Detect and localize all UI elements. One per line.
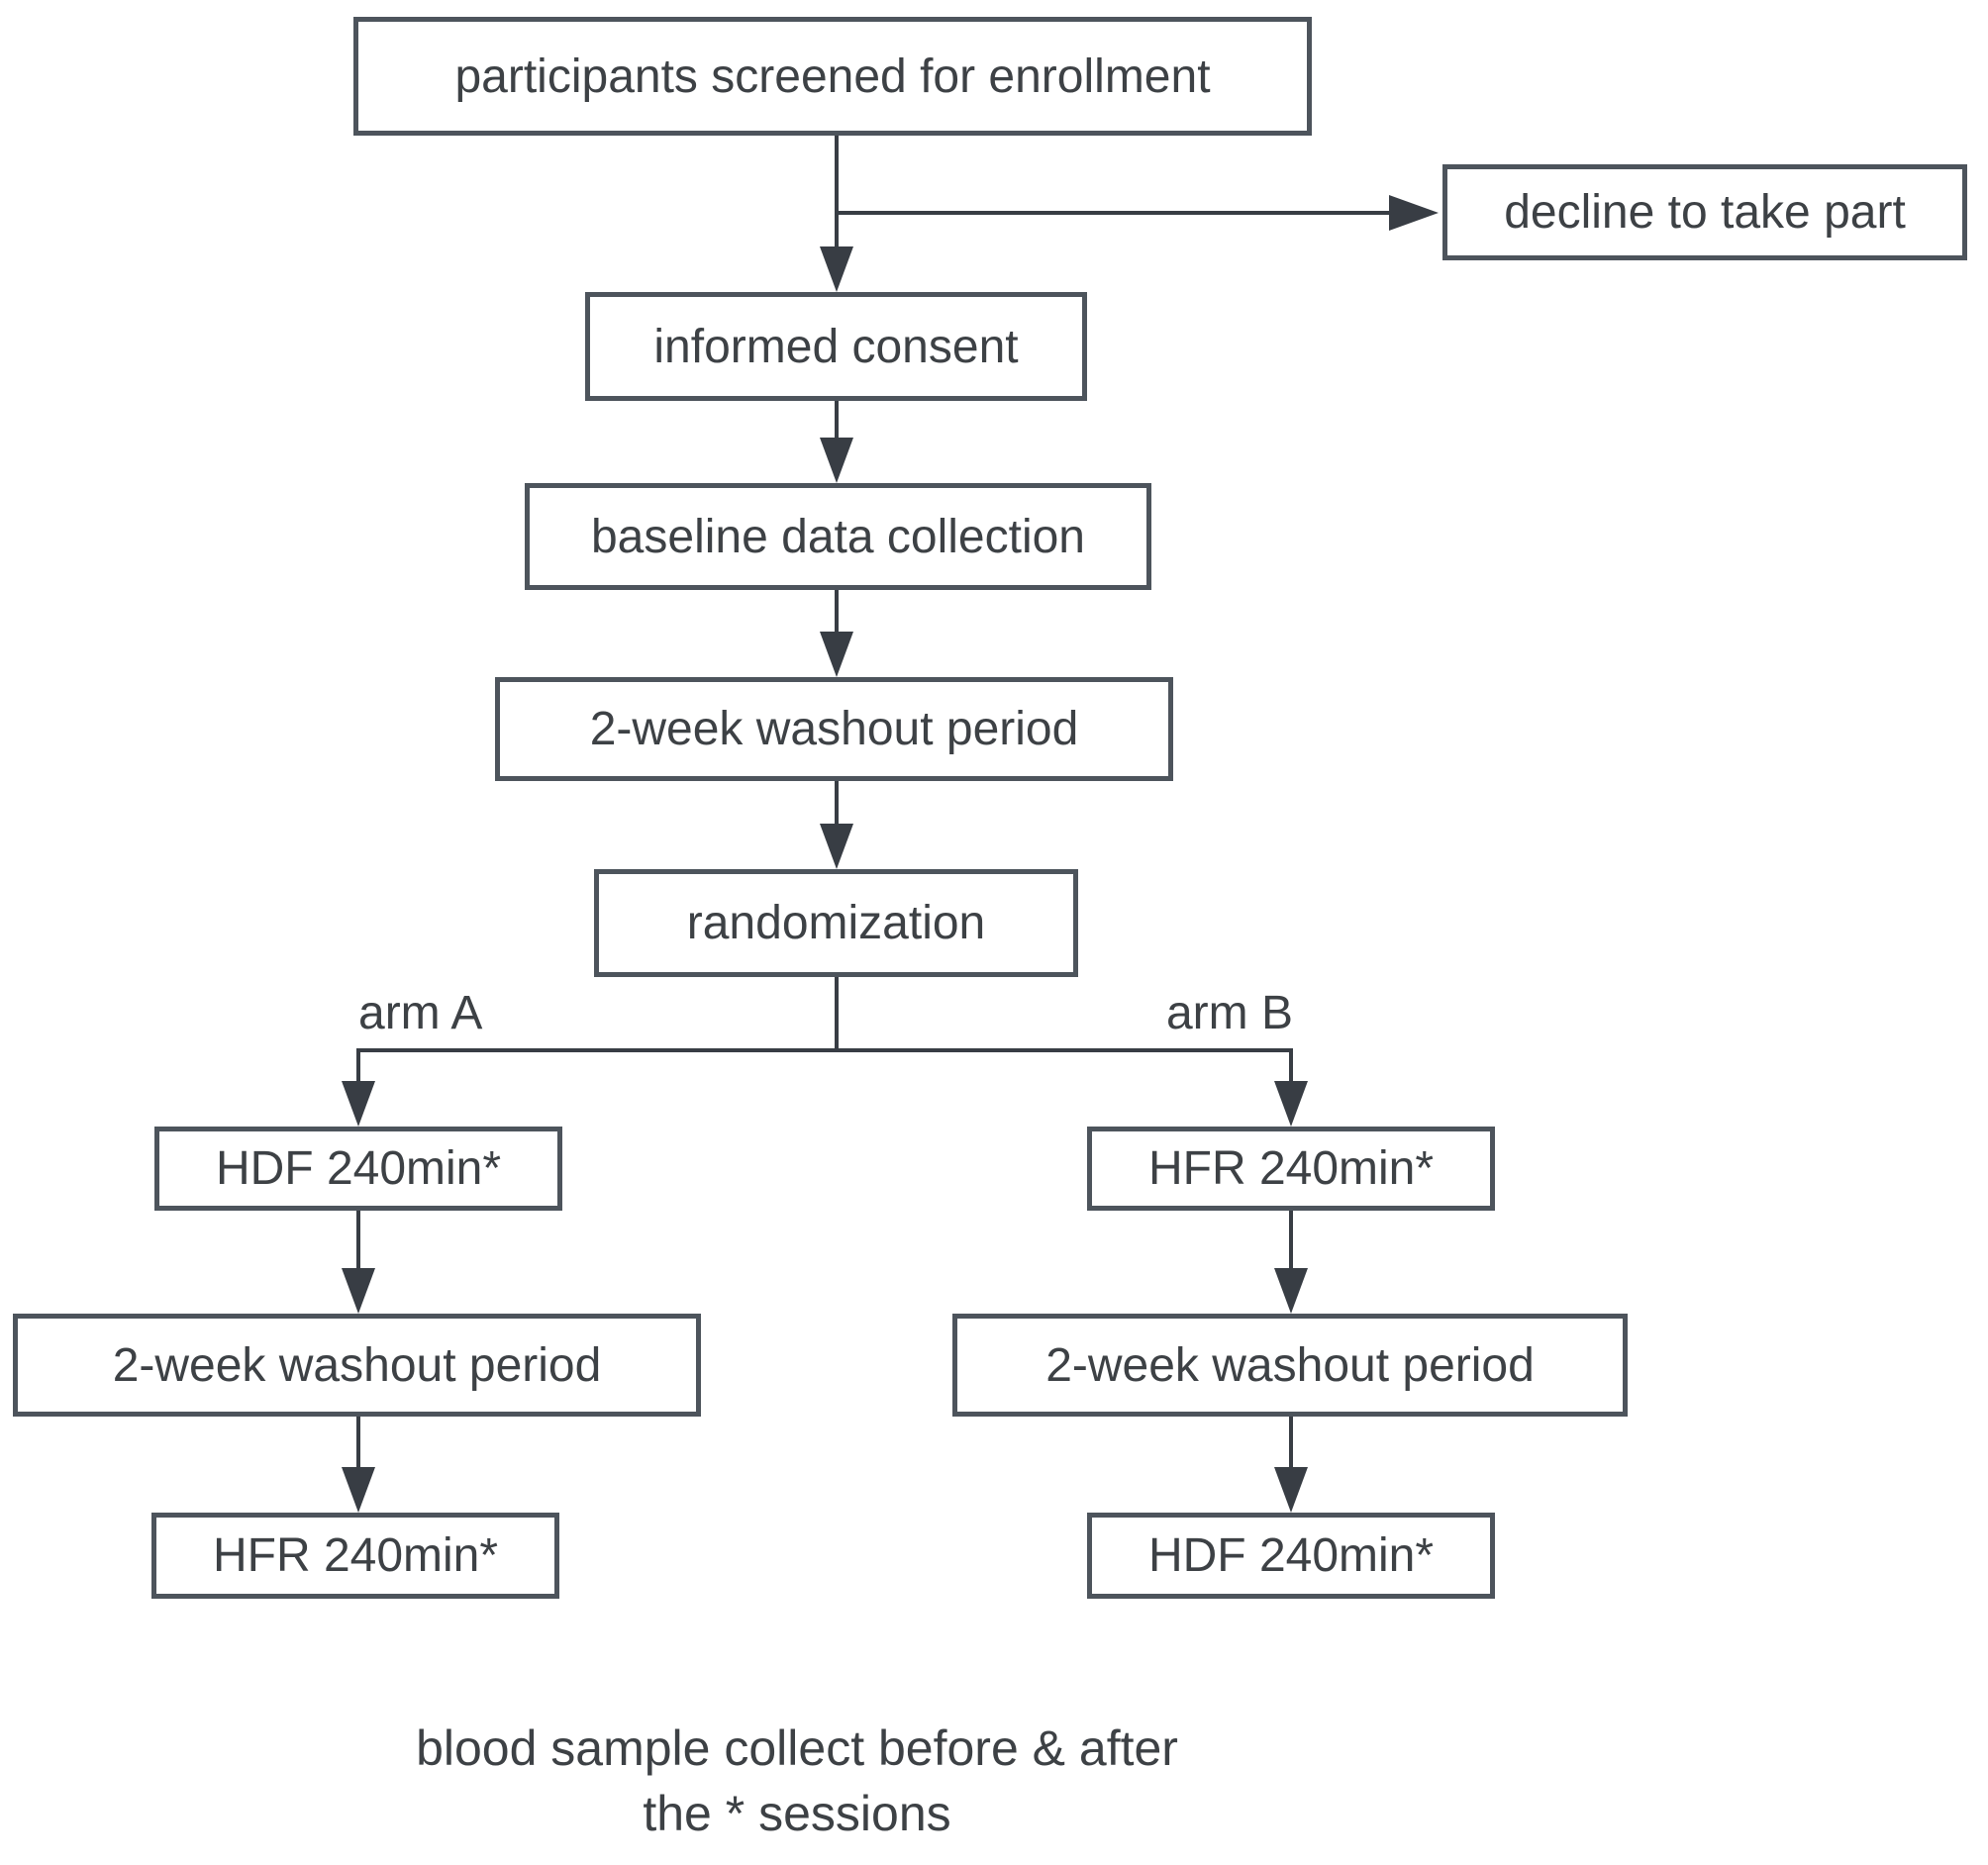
node-arm-b-hfr: HFR 240min* xyxy=(1087,1127,1495,1211)
node-participants-screened: participants screened for enrollment xyxy=(353,17,1312,136)
connector-randomization-to-split xyxy=(835,977,839,1050)
node-baseline-data-collection: baseline data collection xyxy=(525,483,1151,590)
connector-arm-a-step2-to-step3 xyxy=(356,1417,360,1469)
node-randomization: randomization xyxy=(594,869,1078,977)
arrowhead-screened-to-consent xyxy=(820,246,853,292)
node-arm-a-hfr: HFR 240min* xyxy=(151,1513,559,1599)
connector-split-to-arm-b xyxy=(1289,1050,1293,1083)
label-arm-a: arm A xyxy=(358,987,483,1039)
arrowhead-arm-a-step1-to-step2 xyxy=(342,1268,375,1314)
connector-split-to-arm-a xyxy=(356,1050,360,1083)
connector-split-bar xyxy=(356,1048,1293,1052)
connector-washout-to-randomization xyxy=(835,781,839,826)
connector-screened-to-consent xyxy=(835,136,839,248)
node-informed-consent: informed consent xyxy=(585,292,1087,401)
arrowhead-consent-to-baseline xyxy=(820,438,853,483)
arrowhead-split-to-arm-b xyxy=(1274,1081,1308,1127)
node-arm-b-washout: 2-week washout period xyxy=(952,1314,1628,1417)
arrowhead-arm-a-step2-to-step3 xyxy=(342,1467,375,1513)
footnote-line-2: the * sessions xyxy=(643,1786,951,1841)
connector-consent-to-baseline xyxy=(835,401,839,440)
footnote: blood sample collect before & after the … xyxy=(297,1716,1297,1846)
node-washout-center: 2-week washout period xyxy=(495,677,1173,781)
footnote-line-1: blood sample collect before & after xyxy=(416,1720,1178,1776)
connector-arm-b-step2-to-step3 xyxy=(1289,1417,1293,1469)
node-arm-a-washout: 2-week washout period xyxy=(13,1314,701,1417)
arrowhead-arm-b-step1-to-step2 xyxy=(1274,1268,1308,1314)
node-decline-to-take-part: decline to take part xyxy=(1442,164,1967,260)
connector-baseline-to-washout xyxy=(835,590,839,634)
node-arm-a-hdf: HDF 240min* xyxy=(154,1127,562,1211)
arrowhead-washout-to-randomization xyxy=(820,824,853,869)
node-arm-b-hdf: HDF 240min* xyxy=(1087,1513,1495,1599)
connector-arm-b-step1-to-step2 xyxy=(1289,1211,1293,1270)
connector-arm-a-step1-to-step2 xyxy=(356,1211,360,1270)
arrowhead-split-to-arm-a xyxy=(342,1081,375,1127)
connector-screened-to-decline xyxy=(835,211,1391,215)
arrowhead-baseline-to-washout xyxy=(820,632,853,677)
label-arm-b: arm B xyxy=(1165,987,1293,1039)
arrowhead-arm-b-step2-to-step3 xyxy=(1274,1467,1308,1513)
arrowhead-screened-to-decline xyxy=(1389,195,1439,231)
